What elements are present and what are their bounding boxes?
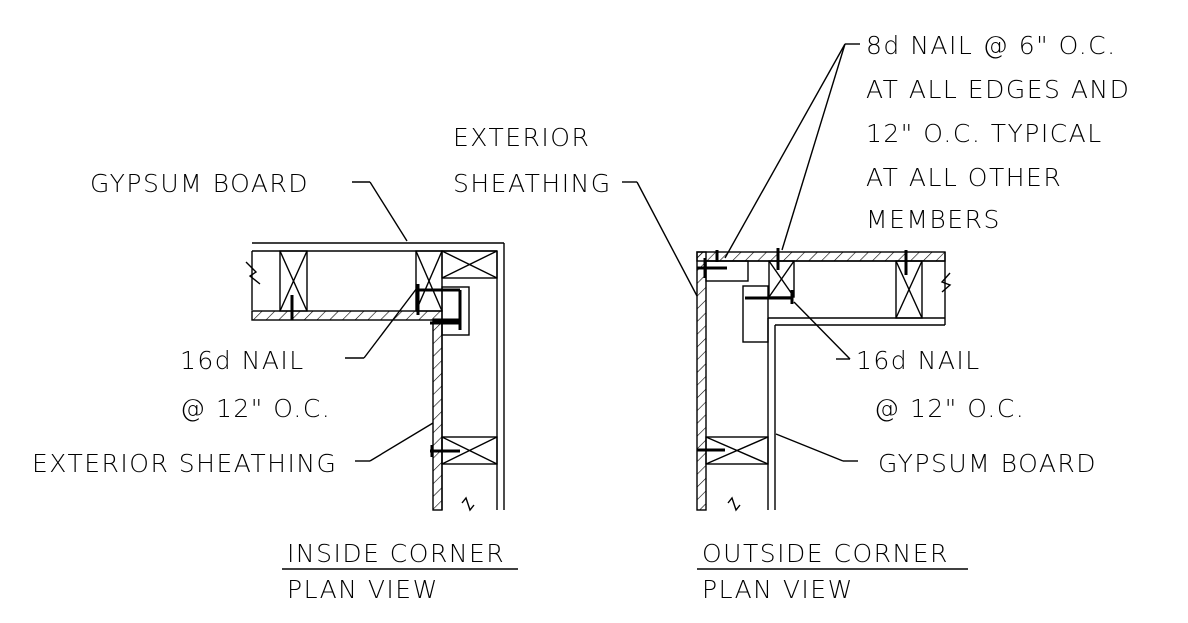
label-8d-nail-line1: 8d NAIL @ 6" O.C. bbox=[866, 31, 1117, 60]
label-16d-nail-outside-line1: 16d NAIL bbox=[856, 346, 981, 375]
label-8d-nail-line4: AT ALL OTHER bbox=[866, 163, 1062, 192]
labels: GYPSUM BOARD EXTERIOR SHEATHING 8d NAIL … bbox=[32, 31, 1130, 478]
stud bbox=[742, 285, 769, 343]
outside-corner-detail bbox=[696, 248, 952, 512]
leader-lines bbox=[345, 43, 860, 462]
stud bbox=[895, 260, 923, 319]
label-8d-nail-line2: AT ALL EDGES AND bbox=[866, 75, 1130, 104]
label-gypsum-board-outside: GYPSUM BOARD bbox=[878, 449, 1097, 478]
label-8d-nail-line5: MEMBERS bbox=[866, 205, 1001, 234]
label-exterior-sheathing-outside-line2: SHEATHING bbox=[453, 169, 612, 198]
label-16d-nail-outside-line2: @ 12" O.C. bbox=[874, 394, 1025, 423]
title-outside-corner: OUTSIDE CORNER bbox=[702, 539, 949, 568]
label-exterior-sheathing-outside-line1: EXTERIOR bbox=[453, 123, 590, 152]
view-titles: INSIDE CORNER PLAN VIEW OUTSIDE CORNER P… bbox=[282, 539, 968, 604]
subtitle-inside-corner: PLAN VIEW bbox=[287, 575, 439, 604]
stud bbox=[441, 250, 498, 279]
label-8d-nail-line3: 12" O.C. TYPICAL bbox=[866, 119, 1103, 148]
label-16d-nail-inside-line1: 16d NAIL bbox=[180, 346, 305, 375]
subtitle-outside-corner: PLAN VIEW bbox=[702, 575, 854, 604]
label-exterior-sheathing-inside: EXTERIOR SHEATHING bbox=[32, 449, 337, 478]
label-gypsum-board-inside: GYPSUM BOARD bbox=[90, 169, 309, 198]
stud bbox=[441, 286, 470, 336]
title-inside-corner: INSIDE CORNER bbox=[287, 539, 505, 568]
label-16d-nail-inside-line2: @ 12" O.C. bbox=[180, 394, 331, 423]
inside-corner-detail bbox=[245, 242, 505, 512]
stud bbox=[705, 260, 749, 282]
